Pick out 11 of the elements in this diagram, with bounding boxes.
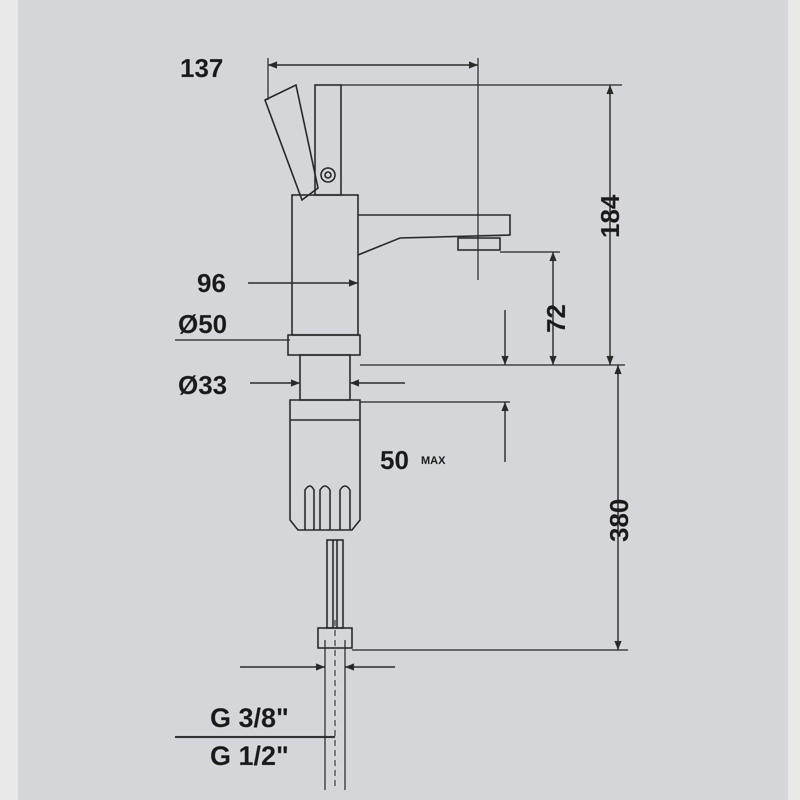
dimension-label: 72 <box>543 304 569 333</box>
dimension-label: 50 <box>380 447 409 473</box>
dimension-label: Ø50 <box>178 311 228 337</box>
dimension-label: 96 <box>197 270 226 296</box>
dimension-label: MAX <box>421 456 446 467</box>
thread-size-label: G 1/2" <box>210 743 289 770</box>
dimension-label: 380 <box>606 498 632 542</box>
thread-size-label: G 3/8" <box>210 705 289 732</box>
dimension-label: 137 <box>180 55 224 81</box>
dimension-label: 184 <box>597 194 623 238</box>
dimension-label: Ø33 <box>178 372 228 398</box>
